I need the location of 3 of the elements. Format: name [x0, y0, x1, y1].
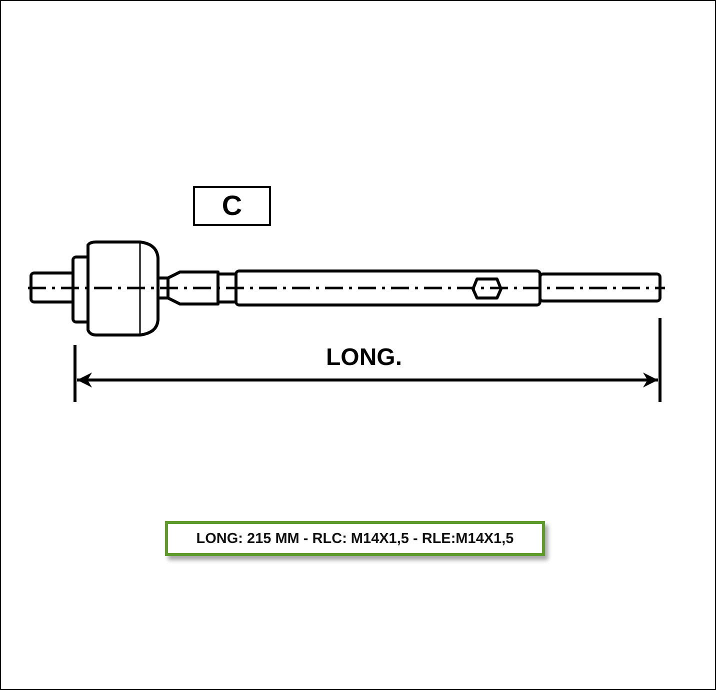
dimension-label: LONG.: [326, 344, 402, 372]
section-letter: C: [193, 186, 271, 226]
specification-panel: LONG: 215 MM - RLC: M14X1,5 - RLE:M14X1,5: [165, 521, 545, 556]
